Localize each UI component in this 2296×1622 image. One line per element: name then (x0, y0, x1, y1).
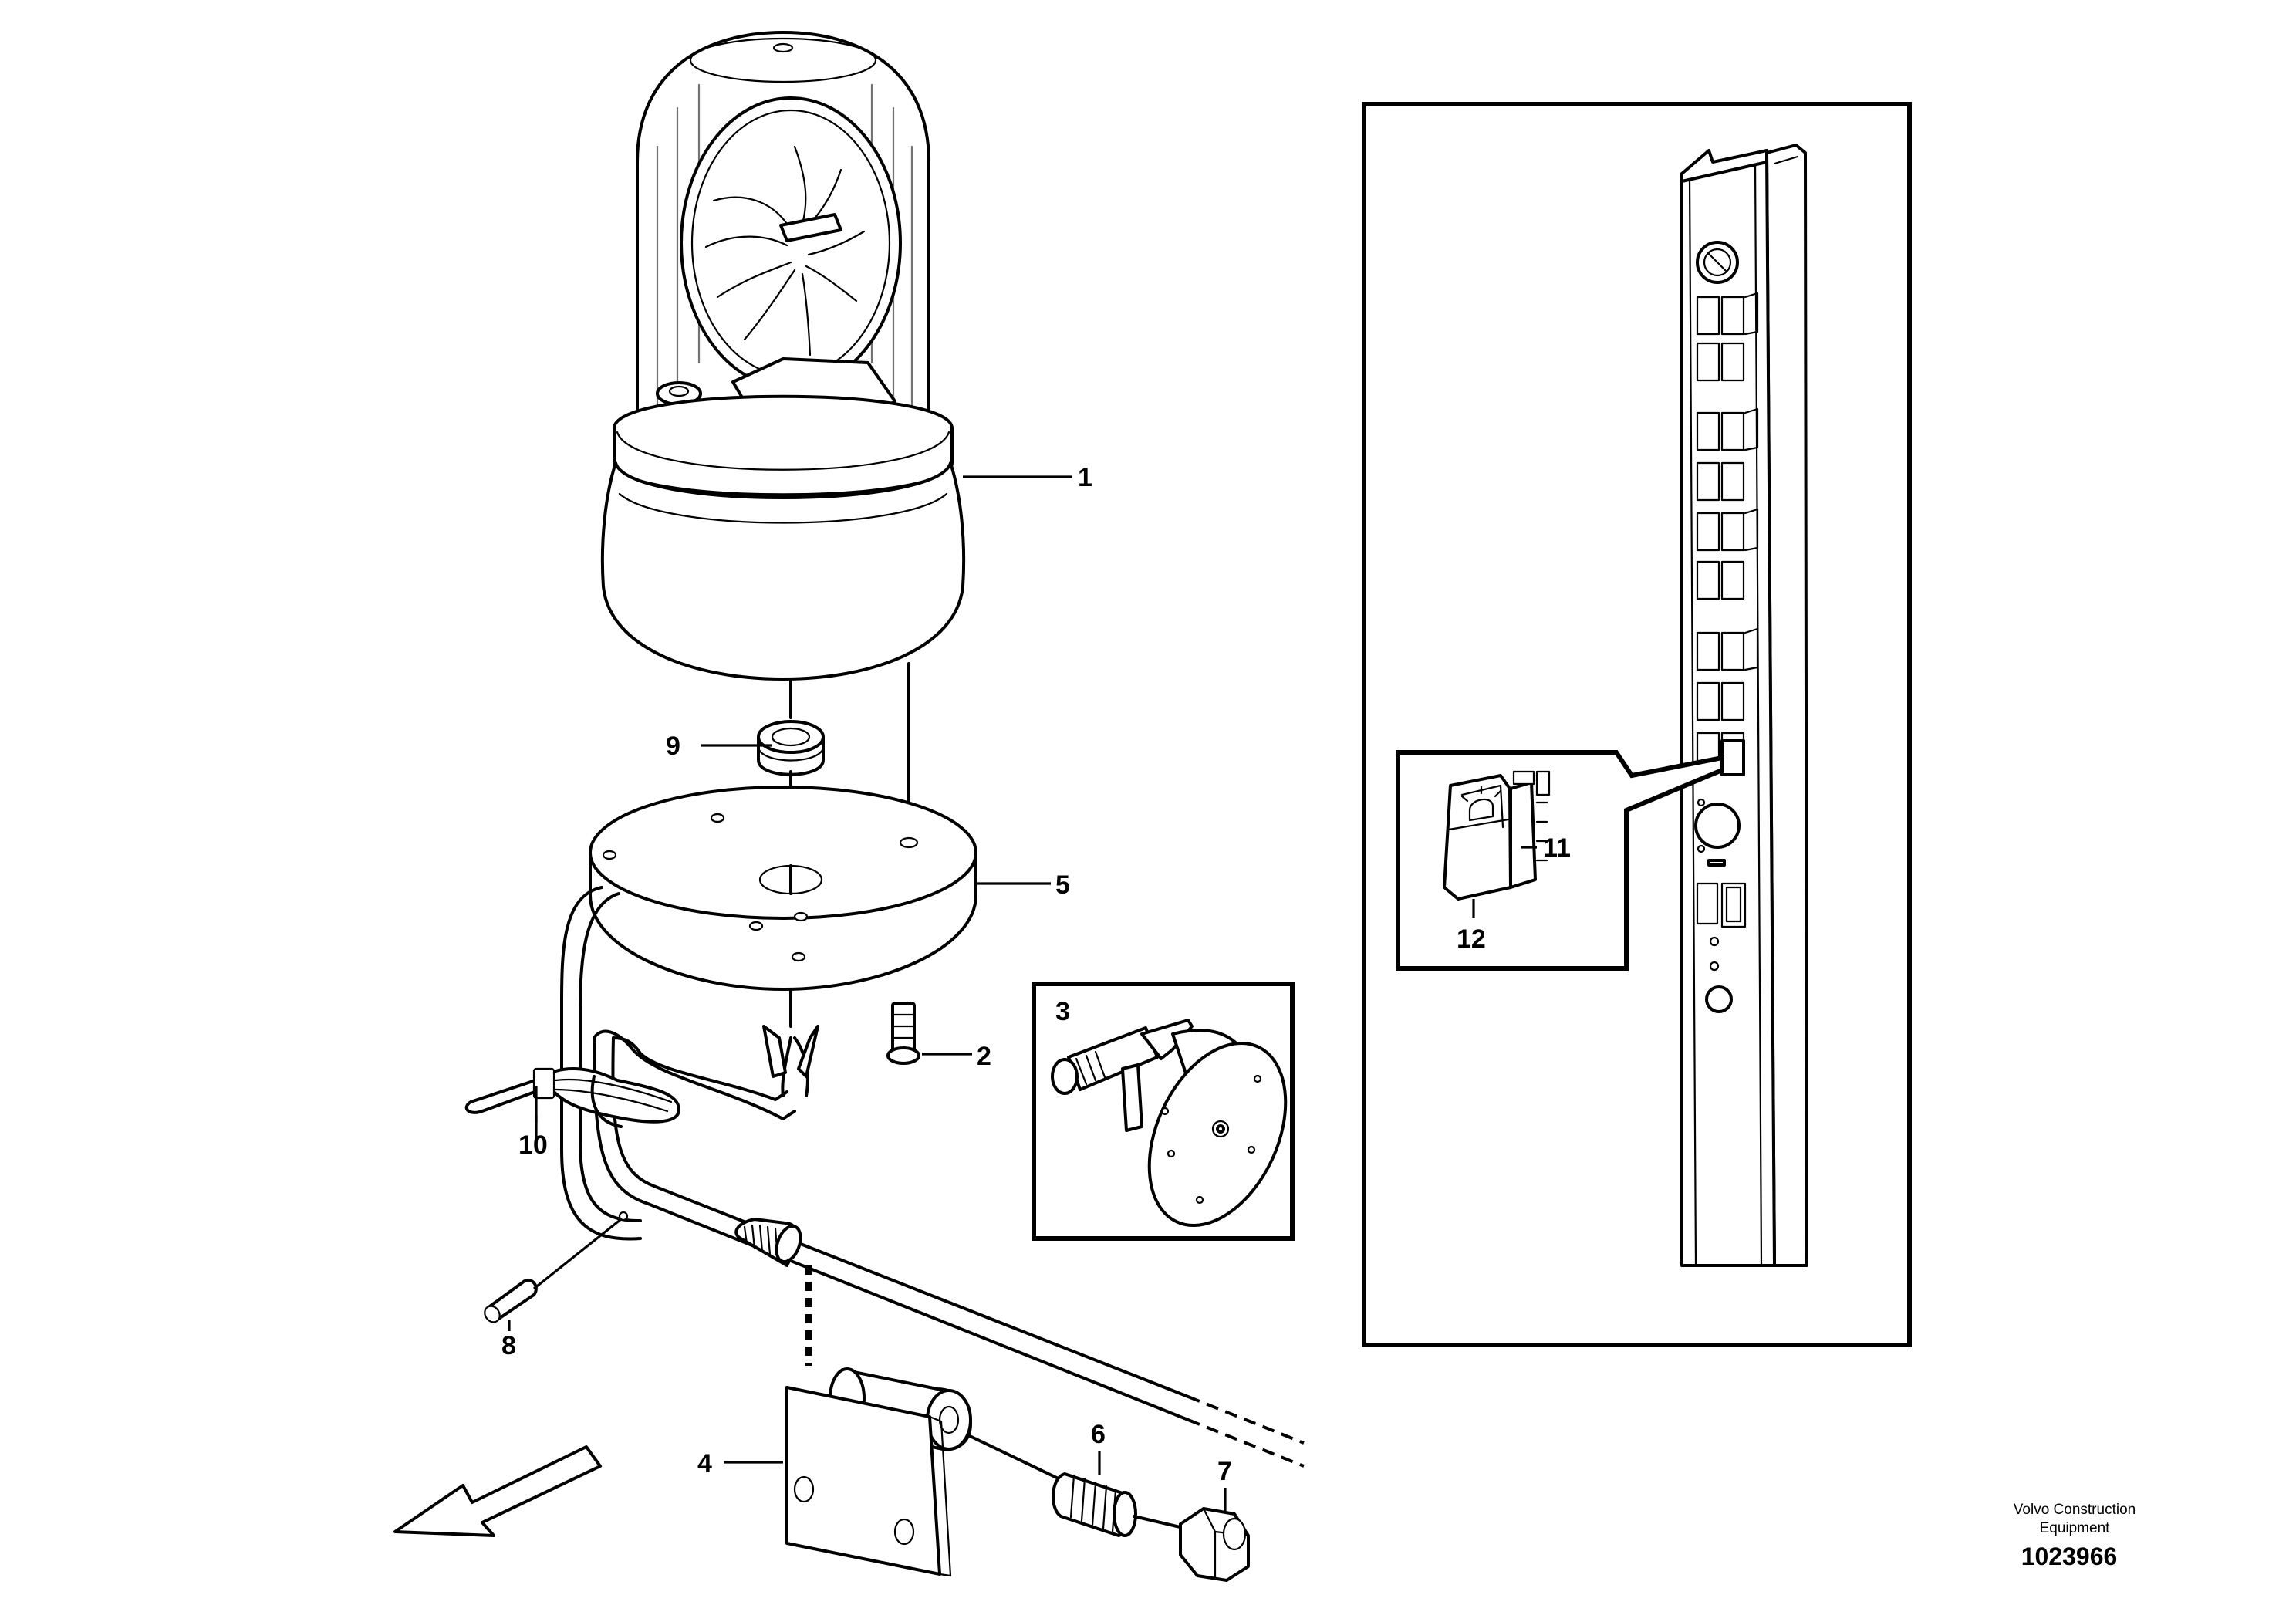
rotating-beacon (600, 31, 966, 681)
callout-9: 9 (666, 732, 680, 761)
inset-box-switch-panel (1362, 102, 1912, 1347)
pin (484, 1278, 538, 1323)
callout-6: 6 (1091, 1420, 1106, 1449)
callout-4: 4 (697, 1449, 712, 1478)
drawing-number: 1023966 (2021, 1543, 2118, 1570)
footer-company-line1: Volvo Construction (2014, 1502, 2136, 1518)
callout-1: 1 (1078, 463, 1092, 492)
lamp-bracket (1051, 1019, 1288, 1227)
direction-arrow (393, 1445, 602, 1537)
spring (1051, 1472, 1137, 1537)
beacon-switch-location (1720, 739, 1745, 776)
callout-12: 12 (1457, 924, 1486, 954)
screw (886, 1002, 920, 1065)
callout-3: 3 (1055, 997, 1070, 1026)
callout-7: 7 (1217, 1457, 1232, 1486)
callout-2: 2 (977, 1042, 991, 1071)
grommet (757, 720, 825, 776)
assembly-line (967, 1434, 1066, 1483)
bracket (785, 1367, 972, 1577)
callout-8: 8 (501, 1331, 516, 1360)
cable-tie (464, 1067, 680, 1128)
callout-11: 11 (1543, 833, 1571, 863)
mounting-plate (589, 786, 977, 991)
footer-company-line2: Equipment (2040, 1520, 2111, 1536)
switch-column (1680, 144, 1808, 1267)
assembly-line (533, 1218, 622, 1290)
callout-10: 10 (518, 1130, 548, 1160)
rocker-switch (1443, 770, 1551, 901)
cable-spring (734, 1218, 802, 1267)
nut (1179, 1507, 1250, 1582)
leader-lines (508, 475, 1537, 1511)
inset-box-lamp-bracket (1032, 982, 1295, 1241)
callout-5: 5 (1055, 870, 1070, 900)
